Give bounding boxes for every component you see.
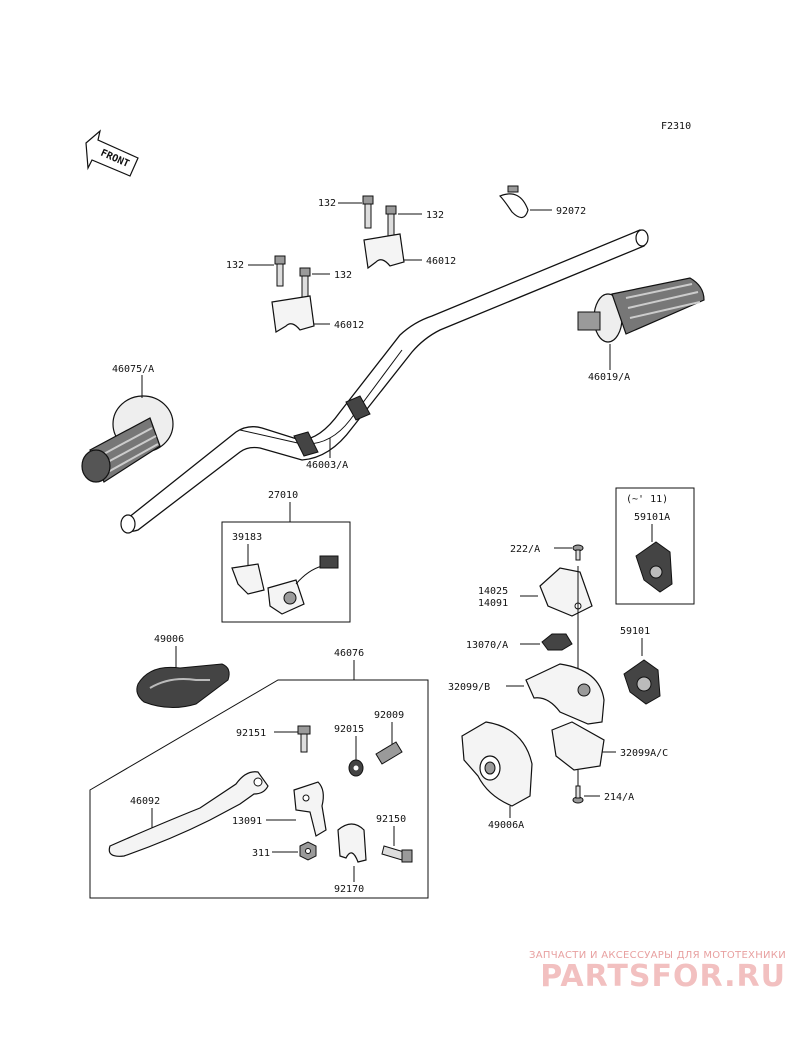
lever-holder bbox=[293, 781, 327, 837]
front-arrow-icon: FRONT bbox=[85, 129, 139, 177]
label-grip-left: 46075/A bbox=[112, 364, 154, 375]
label-lever-holder: 13091 bbox=[232, 816, 262, 827]
label-bolt-clamp: 92150 bbox=[376, 814, 406, 825]
label-band: 92072 bbox=[556, 206, 586, 217]
bolt-132-c bbox=[274, 255, 286, 287]
throttle-cover bbox=[461, 721, 533, 807]
group-lever-assembly: 46076 bbox=[334, 648, 364, 659]
switch-years: (~' 11) bbox=[626, 494, 668, 505]
band bbox=[498, 185, 529, 219]
label-bolt-c: 132 bbox=[226, 260, 244, 271]
label-bolt-d: 132 bbox=[334, 270, 352, 281]
label-switch-new: 59101 bbox=[620, 626, 650, 637]
throttle-case-lower bbox=[551, 721, 605, 771]
left-grip bbox=[81, 395, 174, 483]
label-switch-housing: 39183 bbox=[232, 532, 262, 543]
label-washer: 92015 bbox=[334, 724, 364, 735]
label-bolt-b: 132 bbox=[426, 210, 444, 221]
label-plate-alt: 14091 bbox=[478, 598, 508, 609]
label-bolt-lever: 92151 bbox=[236, 728, 266, 739]
switch-old bbox=[635, 541, 673, 593]
clamp-bolt bbox=[381, 845, 413, 863]
nut bbox=[299, 841, 317, 861]
label-bracket-small: 13070/A bbox=[466, 640, 508, 651]
label-holder-lower: 46012 bbox=[334, 320, 364, 331]
label-grip-right: 46019/A bbox=[588, 372, 630, 383]
screw-bottom bbox=[572, 785, 584, 804]
label-handlebar: 46003/A bbox=[306, 460, 348, 471]
handlebar bbox=[120, 229, 649, 534]
watermark: ЗАПЧАСТИ И АКСЕССУАРЫ ДЛЯ МОТОТЕХНИКИ PA… bbox=[486, 950, 786, 993]
label-throttle-cover: 49006A bbox=[488, 820, 524, 831]
group-switch-set: 27010 bbox=[268, 490, 298, 501]
throttle-case-upper bbox=[525, 663, 605, 725]
label-bolt-a: 132 bbox=[318, 198, 336, 209]
label-plate: 14025 bbox=[478, 586, 508, 597]
label-lever: 46092 bbox=[130, 796, 160, 807]
switch-old-box bbox=[615, 487, 695, 605]
switch-set-box bbox=[221, 521, 351, 623]
label-nut: 311 bbox=[252, 848, 270, 859]
screw-top bbox=[572, 544, 584, 561]
figure-code: F2310 bbox=[661, 121, 691, 132]
label-holder-upper: 46012 bbox=[426, 256, 456, 267]
label-clamp: 92170 bbox=[334, 884, 364, 895]
cover bbox=[136, 663, 230, 708]
clutch-lever bbox=[108, 771, 269, 857]
clamp bbox=[337, 823, 367, 863]
handlebar-holder-lower bbox=[271, 295, 315, 333]
bolt-132-a bbox=[362, 195, 374, 229]
label-throttle-case-upper: 32099/B bbox=[448, 682, 490, 693]
lever-bolt bbox=[297, 725, 311, 753]
right-grip bbox=[577, 277, 705, 343]
handlebar-holder-upper bbox=[363, 233, 405, 270]
label-throttle-case-lower: 32099A/C bbox=[620, 748, 668, 759]
label-adjuster: 92009 bbox=[374, 710, 404, 721]
switch-housing bbox=[231, 555, 339, 615]
bracket-small bbox=[541, 633, 573, 651]
label-switch-old: 59101A bbox=[634, 512, 670, 523]
washer bbox=[348, 759, 364, 777]
watermark-tagline: ЗАПЧАСТИ И АКСЕССУАРЫ ДЛЯ МОТОТЕХНИКИ bbox=[529, 950, 786, 961]
watermark-brand: PARTSFOR.RU bbox=[540, 959, 786, 994]
switch-new bbox=[623, 659, 661, 705]
bolt-132-b bbox=[385, 205, 397, 237]
adjuster bbox=[375, 741, 403, 765]
lever-assembly-box bbox=[89, 679, 429, 899]
bolt-132-d bbox=[299, 267, 311, 299]
plate bbox=[539, 567, 593, 617]
label-screw-top: 222/A bbox=[510, 544, 540, 555]
label-cover: 49006 bbox=[154, 634, 184, 645]
label-screw-bottom: 214/A bbox=[604, 792, 634, 803]
